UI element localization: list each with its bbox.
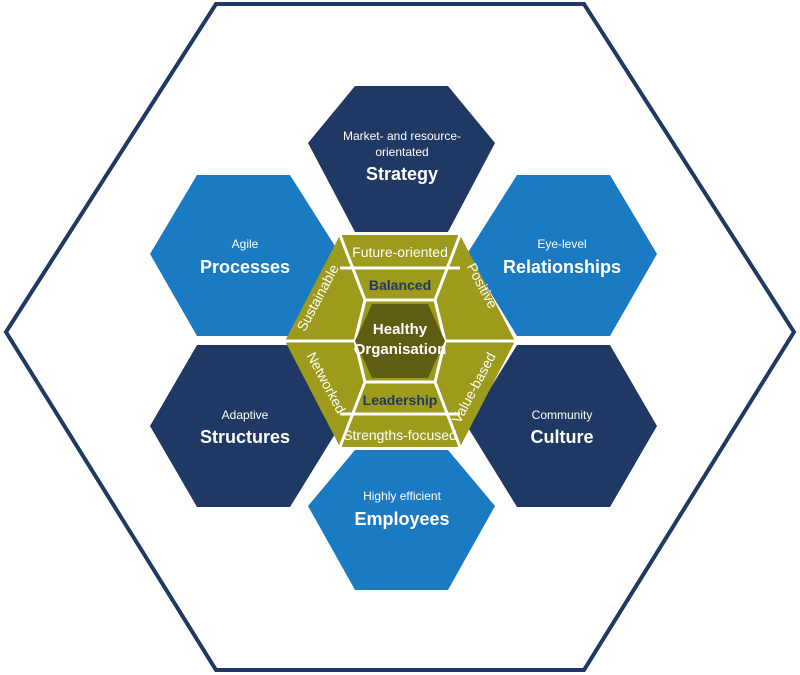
culture-title: Culture bbox=[531, 427, 594, 447]
hex-culture[interactable] bbox=[467, 345, 657, 507]
center-line2: Organisation bbox=[354, 341, 447, 358]
relationships-title: Relationships bbox=[503, 257, 621, 277]
hex-relationships[interactable] bbox=[467, 175, 657, 336]
segment-bottom-inner: Leadership bbox=[363, 392, 438, 408]
center-hexagon bbox=[355, 304, 445, 378]
segment-bottom-outer: Strengths-focused bbox=[343, 427, 457, 443]
hex-employees[interactable] bbox=[308, 450, 495, 590]
processes-title: Processes bbox=[200, 257, 290, 277]
center-line1: Healthy bbox=[373, 321, 428, 338]
segment-top-inner: Balanced bbox=[369, 277, 431, 293]
structures-title: Structures bbox=[200, 427, 290, 447]
employees-sub: Highly efficient bbox=[363, 489, 441, 503]
hex-processes[interactable] bbox=[150, 175, 340, 336]
segment-top-outer: Future-oriented bbox=[352, 244, 448, 260]
structures-sub: Adaptive bbox=[222, 408, 269, 422]
processes-sub: Agile bbox=[232, 237, 259, 251]
strategy-sub2: orientated bbox=[375, 145, 428, 159]
strategy-title: Strategy bbox=[366, 164, 438, 184]
culture-sub: Community bbox=[532, 408, 593, 422]
segment-dividers bbox=[285, 234, 515, 448]
strategy-sub1: Market- and resource- bbox=[343, 129, 461, 143]
relationships-sub: Eye-level bbox=[537, 237, 586, 251]
hex-strategy[interactable] bbox=[308, 86, 495, 232]
employees-title: Employees bbox=[354, 509, 449, 529]
hex-structures[interactable] bbox=[150, 345, 340, 507]
